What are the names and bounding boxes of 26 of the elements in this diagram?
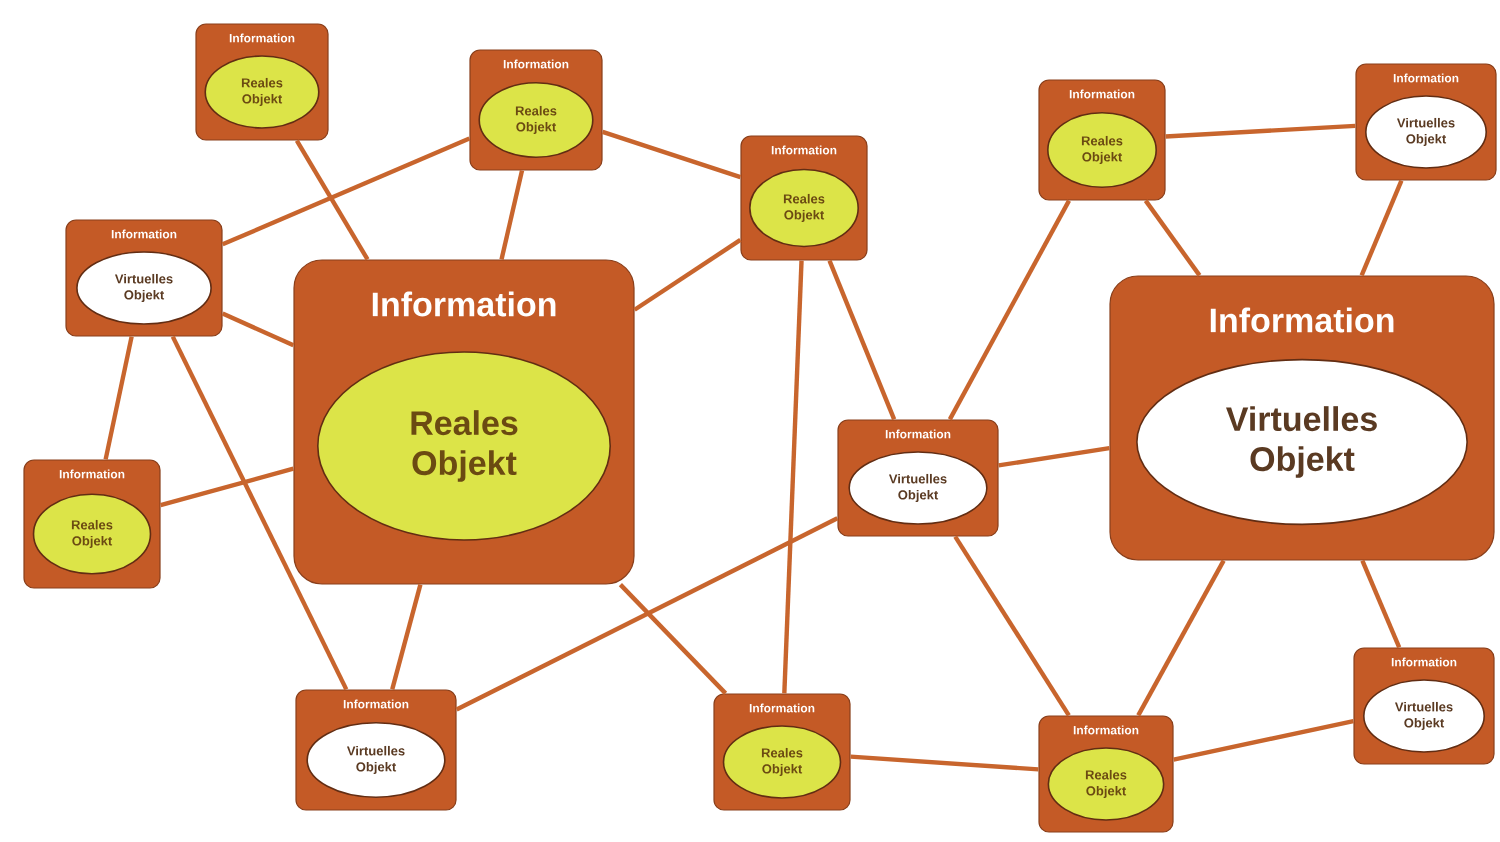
connector-line (103, 336, 134, 460)
connector-line (633, 238, 742, 312)
connector-line (294, 139, 370, 261)
connector-line (1360, 559, 1402, 649)
connector-line (618, 583, 728, 695)
connector-line (947, 199, 1071, 421)
connector-line (221, 136, 471, 247)
connector-line (1136, 559, 1226, 717)
connector-line (1173, 718, 1354, 762)
connector-line (499, 170, 525, 260)
connector-line (601, 129, 742, 180)
connector-line (782, 260, 804, 694)
connector-line (455, 516, 839, 712)
heading: Information (1210, 307, 1394, 333)
connector-line (221, 311, 295, 348)
connector-line (953, 535, 1071, 717)
connector-line (850, 754, 1039, 772)
connector-line (390, 584, 423, 690)
connector-line (827, 259, 897, 421)
connector-line (1359, 179, 1404, 277)
connector-line (1165, 123, 1356, 139)
connector-line (160, 466, 294, 508)
heading: Information (372, 291, 556, 317)
connector-line (170, 335, 349, 691)
connector-line (998, 445, 1110, 468)
connector-line (1143, 199, 1202, 277)
